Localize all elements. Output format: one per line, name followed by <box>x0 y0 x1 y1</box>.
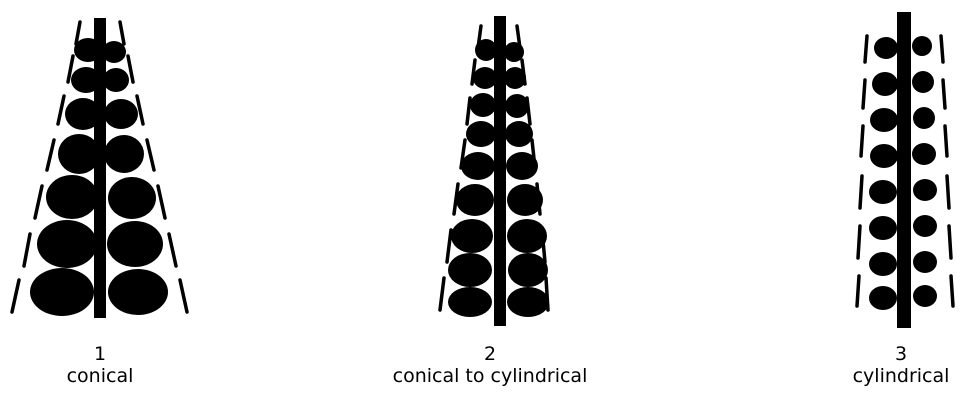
shape-panel-conical-to-cylindrical <box>430 0 550 340</box>
central-stem <box>94 18 106 318</box>
shape-panel-cylindrical <box>841 0 961 340</box>
caption-label-2: conical to cylindrical <box>380 365 600 387</box>
caption-number-3: 3 <box>841 343 961 365</box>
caption-label-3: cylindrical <box>841 365 961 387</box>
caption-3: 3 cylindrical <box>841 343 961 387</box>
caption-number-2: 2 <box>380 343 600 365</box>
caption-number-1: 1 <box>40 343 160 365</box>
cylindrical-shape-drawing <box>841 0 961 340</box>
caption-1: 1 conical <box>40 343 160 387</box>
conical-shape-drawing <box>0 0 200 340</box>
caption-2: 2 conical to cylindrical <box>380 343 600 387</box>
conical-to-cylindrical-shape-drawing <box>430 0 550 340</box>
central-stem <box>494 16 506 326</box>
shape-panel-conical <box>0 0 200 340</box>
central-stem <box>897 12 911 328</box>
caption-label-1: conical <box>40 365 160 387</box>
